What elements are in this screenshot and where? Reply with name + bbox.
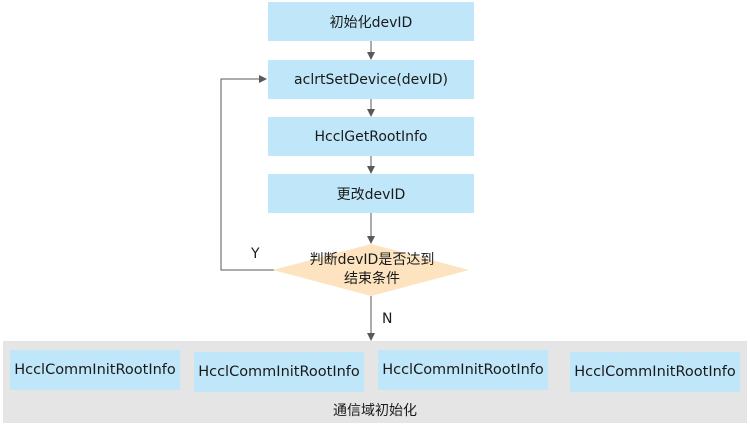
step-get-root-info-label: HcclGetRootInfo [314, 128, 428, 145]
comm-init-item-4-label: HcclCommInitRootInfo [574, 364, 736, 380]
comm-init-item-4: HcclCommInitRootInfo [570, 352, 740, 392]
no-label: N [382, 311, 393, 327]
yes-label: Y [251, 246, 260, 262]
comm-init-item-1: HcclCommInitRootInfo [10, 350, 180, 390]
step-init-devid: 初始化devID [268, 2, 474, 41]
decision-line-2: 结束条件 [344, 271, 400, 287]
decision-line-1: 判断devID是否达到 [309, 252, 435, 268]
comm-init-item-3-label: HcclCommInitRootInfo [382, 362, 544, 378]
comm-init-item-2: HcclCommInitRootInfo [194, 352, 364, 392]
step-change-devid: 更改devID [268, 174, 474, 213]
comm-init-item-1-label: HcclCommInitRootInfo [14, 362, 176, 378]
comm-init-item-3: HcclCommInitRootInfo [378, 350, 548, 390]
step-set-device: aclrtSetDevice(devID) [268, 60, 474, 99]
step-get-root-info: HcclGetRootInfo [268, 117, 474, 156]
decision-text: 判断devID是否达到 结束条件 [275, 246, 469, 294]
step-set-device-label: aclrtSetDevice(devID) [294, 71, 448, 88]
comm-init-item-2-label: HcclCommInitRootInfo [198, 364, 360, 380]
step-change-devid-label: 更改devID [336, 186, 406, 203]
loop-back-arrow [220, 75, 275, 271]
group-title: 通信域初始化 [333, 403, 417, 419]
decision-diamond [273, 244, 469, 296]
step-init-devid-label: 初始化devID [329, 14, 413, 31]
